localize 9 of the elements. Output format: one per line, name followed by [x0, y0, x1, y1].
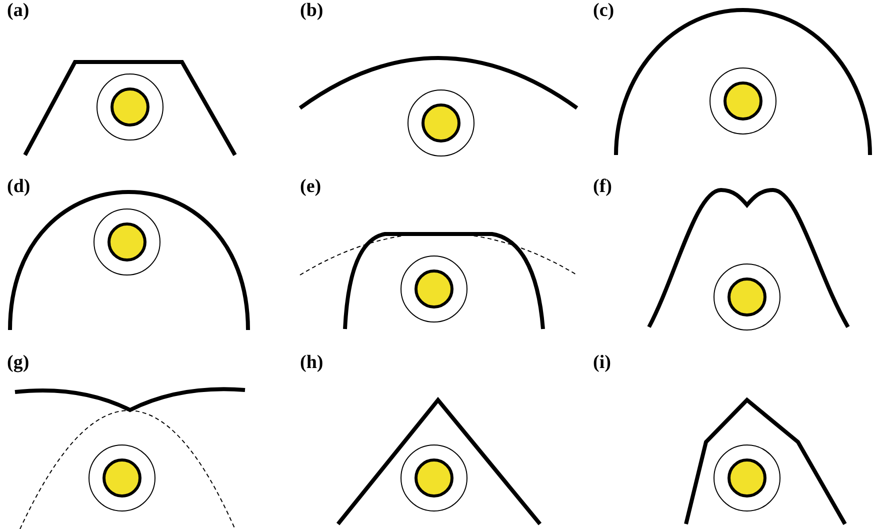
panel-label: (a) — [7, 1, 30, 20]
panel-label: (i) — [593, 353, 611, 372]
panel-label: (h) — [300, 353, 324, 372]
panel-label: (f) — [593, 177, 612, 196]
panel-label: (c) — [593, 1, 614, 20]
panel-label: (e) — [300, 177, 322, 196]
panel-label: (b) — [300, 1, 324, 20]
panel-label: (g) — [7, 353, 30, 372]
panel-label: (d) — [7, 177, 30, 196]
